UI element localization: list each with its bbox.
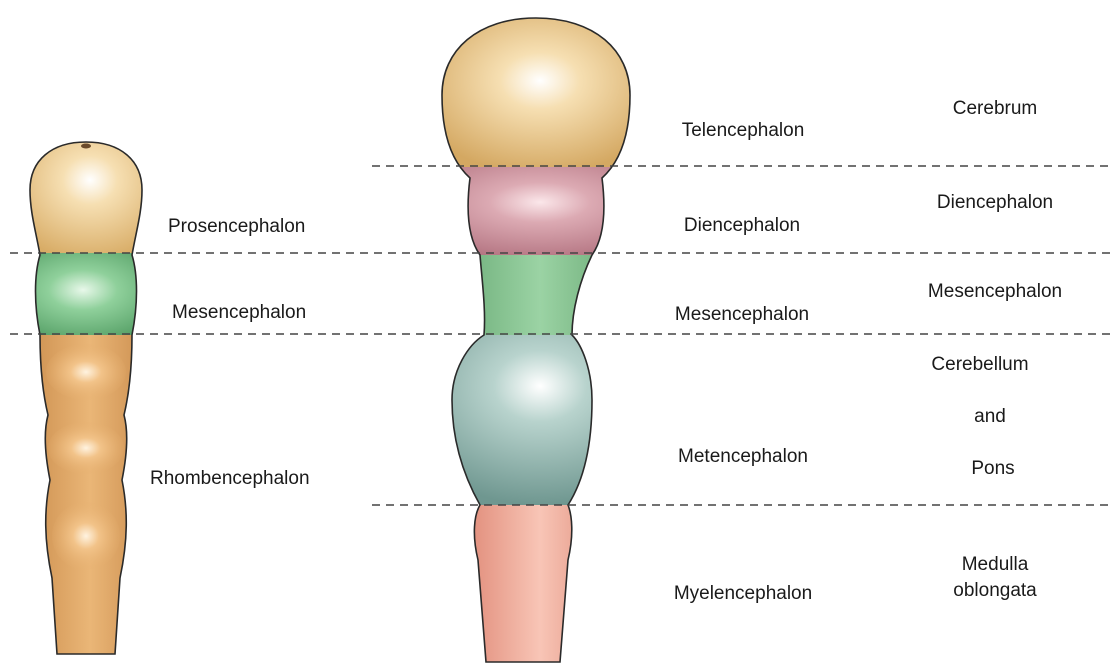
label-telencephalon: Telencephalon (682, 121, 805, 140)
label-pons: Pons (971, 459, 1014, 478)
label-mesencephalon-adult: Mesencephalon (928, 282, 1062, 301)
label-diencephalon-later: Diencephalon (684, 216, 800, 235)
label-cerebrum: Cerebrum (953, 99, 1037, 118)
prosencephalon-region (20, 130, 160, 255)
label-myelencephalon: Myelencephalon (674, 584, 812, 603)
early-stage-neural-tube (20, 130, 160, 665)
label-rhombencephalon: Rhombencephalon (150, 469, 310, 488)
telencephalon-region (430, 10, 650, 167)
label-oblongata: oblongata (953, 581, 1036, 600)
mesencephalon-region-later (430, 255, 650, 335)
label-cerebellum: Cerebellum (931, 355, 1028, 374)
myelencephalon-region (430, 505, 650, 670)
diencephalon-region (430, 167, 650, 255)
label-mesencephalon-later: Mesencephalon (675, 305, 809, 324)
label-metencephalon: Metencephalon (678, 447, 808, 466)
metencephalon-region (430, 335, 650, 505)
anterior-neuropore (81, 144, 91, 149)
label-mesencephalon-early: Mesencephalon (172, 303, 306, 322)
later-stage-neural-tube (430, 10, 650, 670)
label-and: and (974, 407, 1006, 426)
label-medulla: Medulla (962, 555, 1029, 574)
label-prosencephalon: Prosencephalon (168, 217, 305, 236)
label-diencephalon-adult: Diencephalon (937, 193, 1053, 212)
mesencephalon-region-early (20, 253, 160, 335)
